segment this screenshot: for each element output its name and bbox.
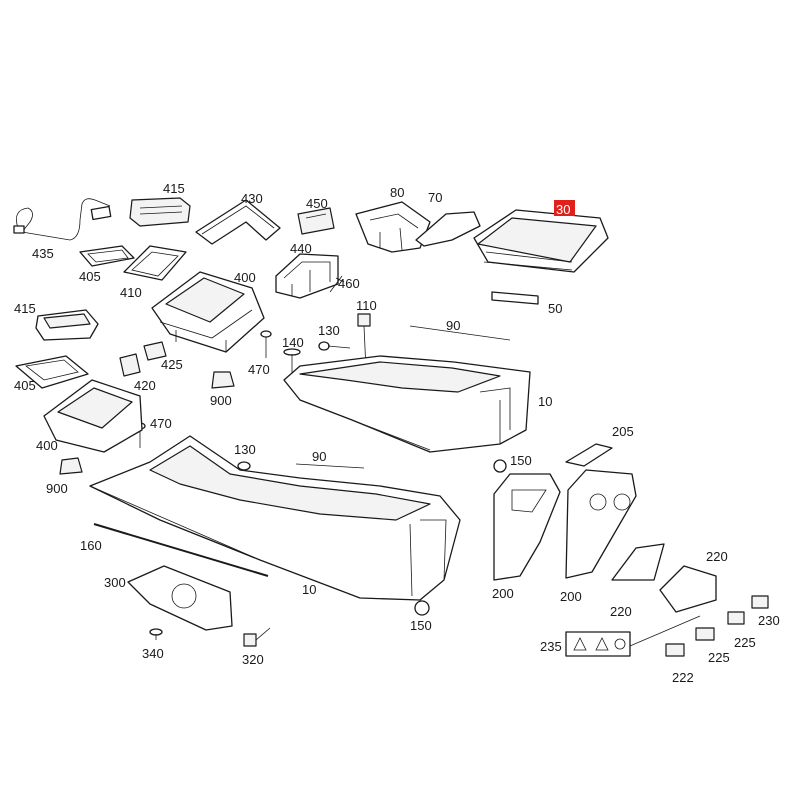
callout-label: 90 [446, 318, 460, 333]
part-420-switch [119, 353, 141, 377]
part-90-strip-upper [409, 325, 511, 341]
callout-label: 435 [32, 246, 54, 261]
part-340-screw [149, 628, 163, 640]
part-225-switch-upper [727, 611, 745, 625]
callout-label: 200 [560, 589, 582, 604]
callout-labels: 435 415 430 450 80 70 30 405 410 440 400 460 50 415 11… [14, 181, 780, 685]
callout-label: 220 [706, 549, 728, 564]
callout-label: 80 [390, 185, 404, 200]
callout-label: 450 [306, 196, 328, 211]
part-415-module-top [129, 197, 191, 227]
part-415-box-left [35, 309, 99, 341]
callout-label: 205 [612, 424, 634, 439]
callout-label: 110 [356, 298, 377, 313]
callout-label: 150 [410, 618, 432, 633]
callout-label: 160 [80, 538, 102, 553]
part-400-tray-lower [43, 379, 143, 453]
part-70-hinge [415, 211, 481, 247]
callout-label: 430 [241, 191, 263, 206]
part-320-clip [243, 627, 271, 647]
callout-label: 10 [302, 582, 316, 597]
part-150-nut-upper [493, 459, 507, 473]
part-222-switch [629, 615, 701, 657]
callout-label: 460 [338, 276, 360, 291]
callout-label: 900 [210, 393, 232, 408]
part-435-cable [13, 198, 112, 241]
callout-label: 222 [672, 670, 694, 685]
part-200-panel-left [493, 473, 561, 581]
part-460-rod [329, 275, 345, 293]
callout-label: 320 [242, 652, 264, 667]
part-150-nut-lower [414, 600, 430, 616]
part-10-console-upper [283, 355, 531, 453]
part-30-armrest-lid [473, 209, 609, 273]
callout-label: 410 [120, 285, 142, 300]
callout-label: 235 [540, 639, 562, 654]
part-225-switch-lower [695, 627, 715, 641]
callout-label: 130 [234, 442, 256, 457]
callout-label: 470 [150, 416, 172, 431]
highlighted-callout-box [554, 200, 575, 216]
callout-label: 470 [248, 362, 270, 377]
callout-label: 405 [14, 378, 36, 393]
callout-label: 220 [610, 604, 632, 619]
part-10-console-lower [89, 435, 461, 601]
part-440-bracket [275, 253, 339, 299]
callout-label: 400 [234, 270, 256, 285]
part-425-switch [143, 341, 167, 361]
callout-label: 70 [428, 190, 442, 205]
part-405-pad-left [15, 355, 89, 389]
part-300-bracket [127, 565, 233, 631]
callout-label: 130 [318, 323, 340, 338]
callout-label: 150 [510, 453, 532, 468]
part-900-tag-lower [59, 457, 83, 475]
part-900-tag-upper [211, 371, 235, 389]
part-50-bar [491, 291, 539, 305]
callout-label: 90 [312, 449, 326, 464]
part-220-cover-upper [611, 543, 665, 581]
callout-label: 400 [36, 438, 58, 453]
part-205-panel [565, 443, 613, 467]
callout-label: 440 [290, 241, 312, 256]
callout-label: 340 [142, 646, 164, 661]
part-160-strip [93, 523, 269, 577]
part-450-clip [297, 207, 335, 235]
callout-label: 30 [556, 202, 570, 217]
part-130-screw-upper [318, 341, 351, 351]
part-90-strip-lower [295, 463, 365, 469]
part-235-warning-label [565, 631, 631, 657]
callout-label: 415 [14, 301, 36, 316]
callout-label: 420 [134, 378, 156, 393]
part-80-mechanism [355, 201, 431, 253]
callout-label: 200 [492, 586, 514, 601]
part-220-cover-lower [659, 565, 717, 613]
callout-label: 415 [163, 181, 185, 196]
callout-label: 50 [548, 301, 562, 316]
part-130-screw-lower [237, 461, 251, 471]
callout-label: 900 [46, 481, 68, 496]
callout-label: 140 [282, 335, 304, 350]
callout-label: 225 [734, 635, 756, 650]
part-430-frame [195, 199, 281, 245]
part-200-panel-right [565, 469, 637, 579]
part-400-tray-upper [151, 271, 265, 353]
callout-label: 225 [708, 650, 730, 665]
part-405-pad-top [79, 245, 135, 267]
part-230-switch [751, 595, 769, 609]
callout-label: 405 [79, 269, 101, 284]
part-410-mat [123, 245, 187, 281]
callout-label: 10 [538, 394, 552, 409]
part-470-screw-upper [260, 330, 272, 358]
callout-label: 425 [161, 357, 183, 372]
callout-label: 300 [104, 575, 126, 590]
callout-label: 230 [758, 613, 780, 628]
